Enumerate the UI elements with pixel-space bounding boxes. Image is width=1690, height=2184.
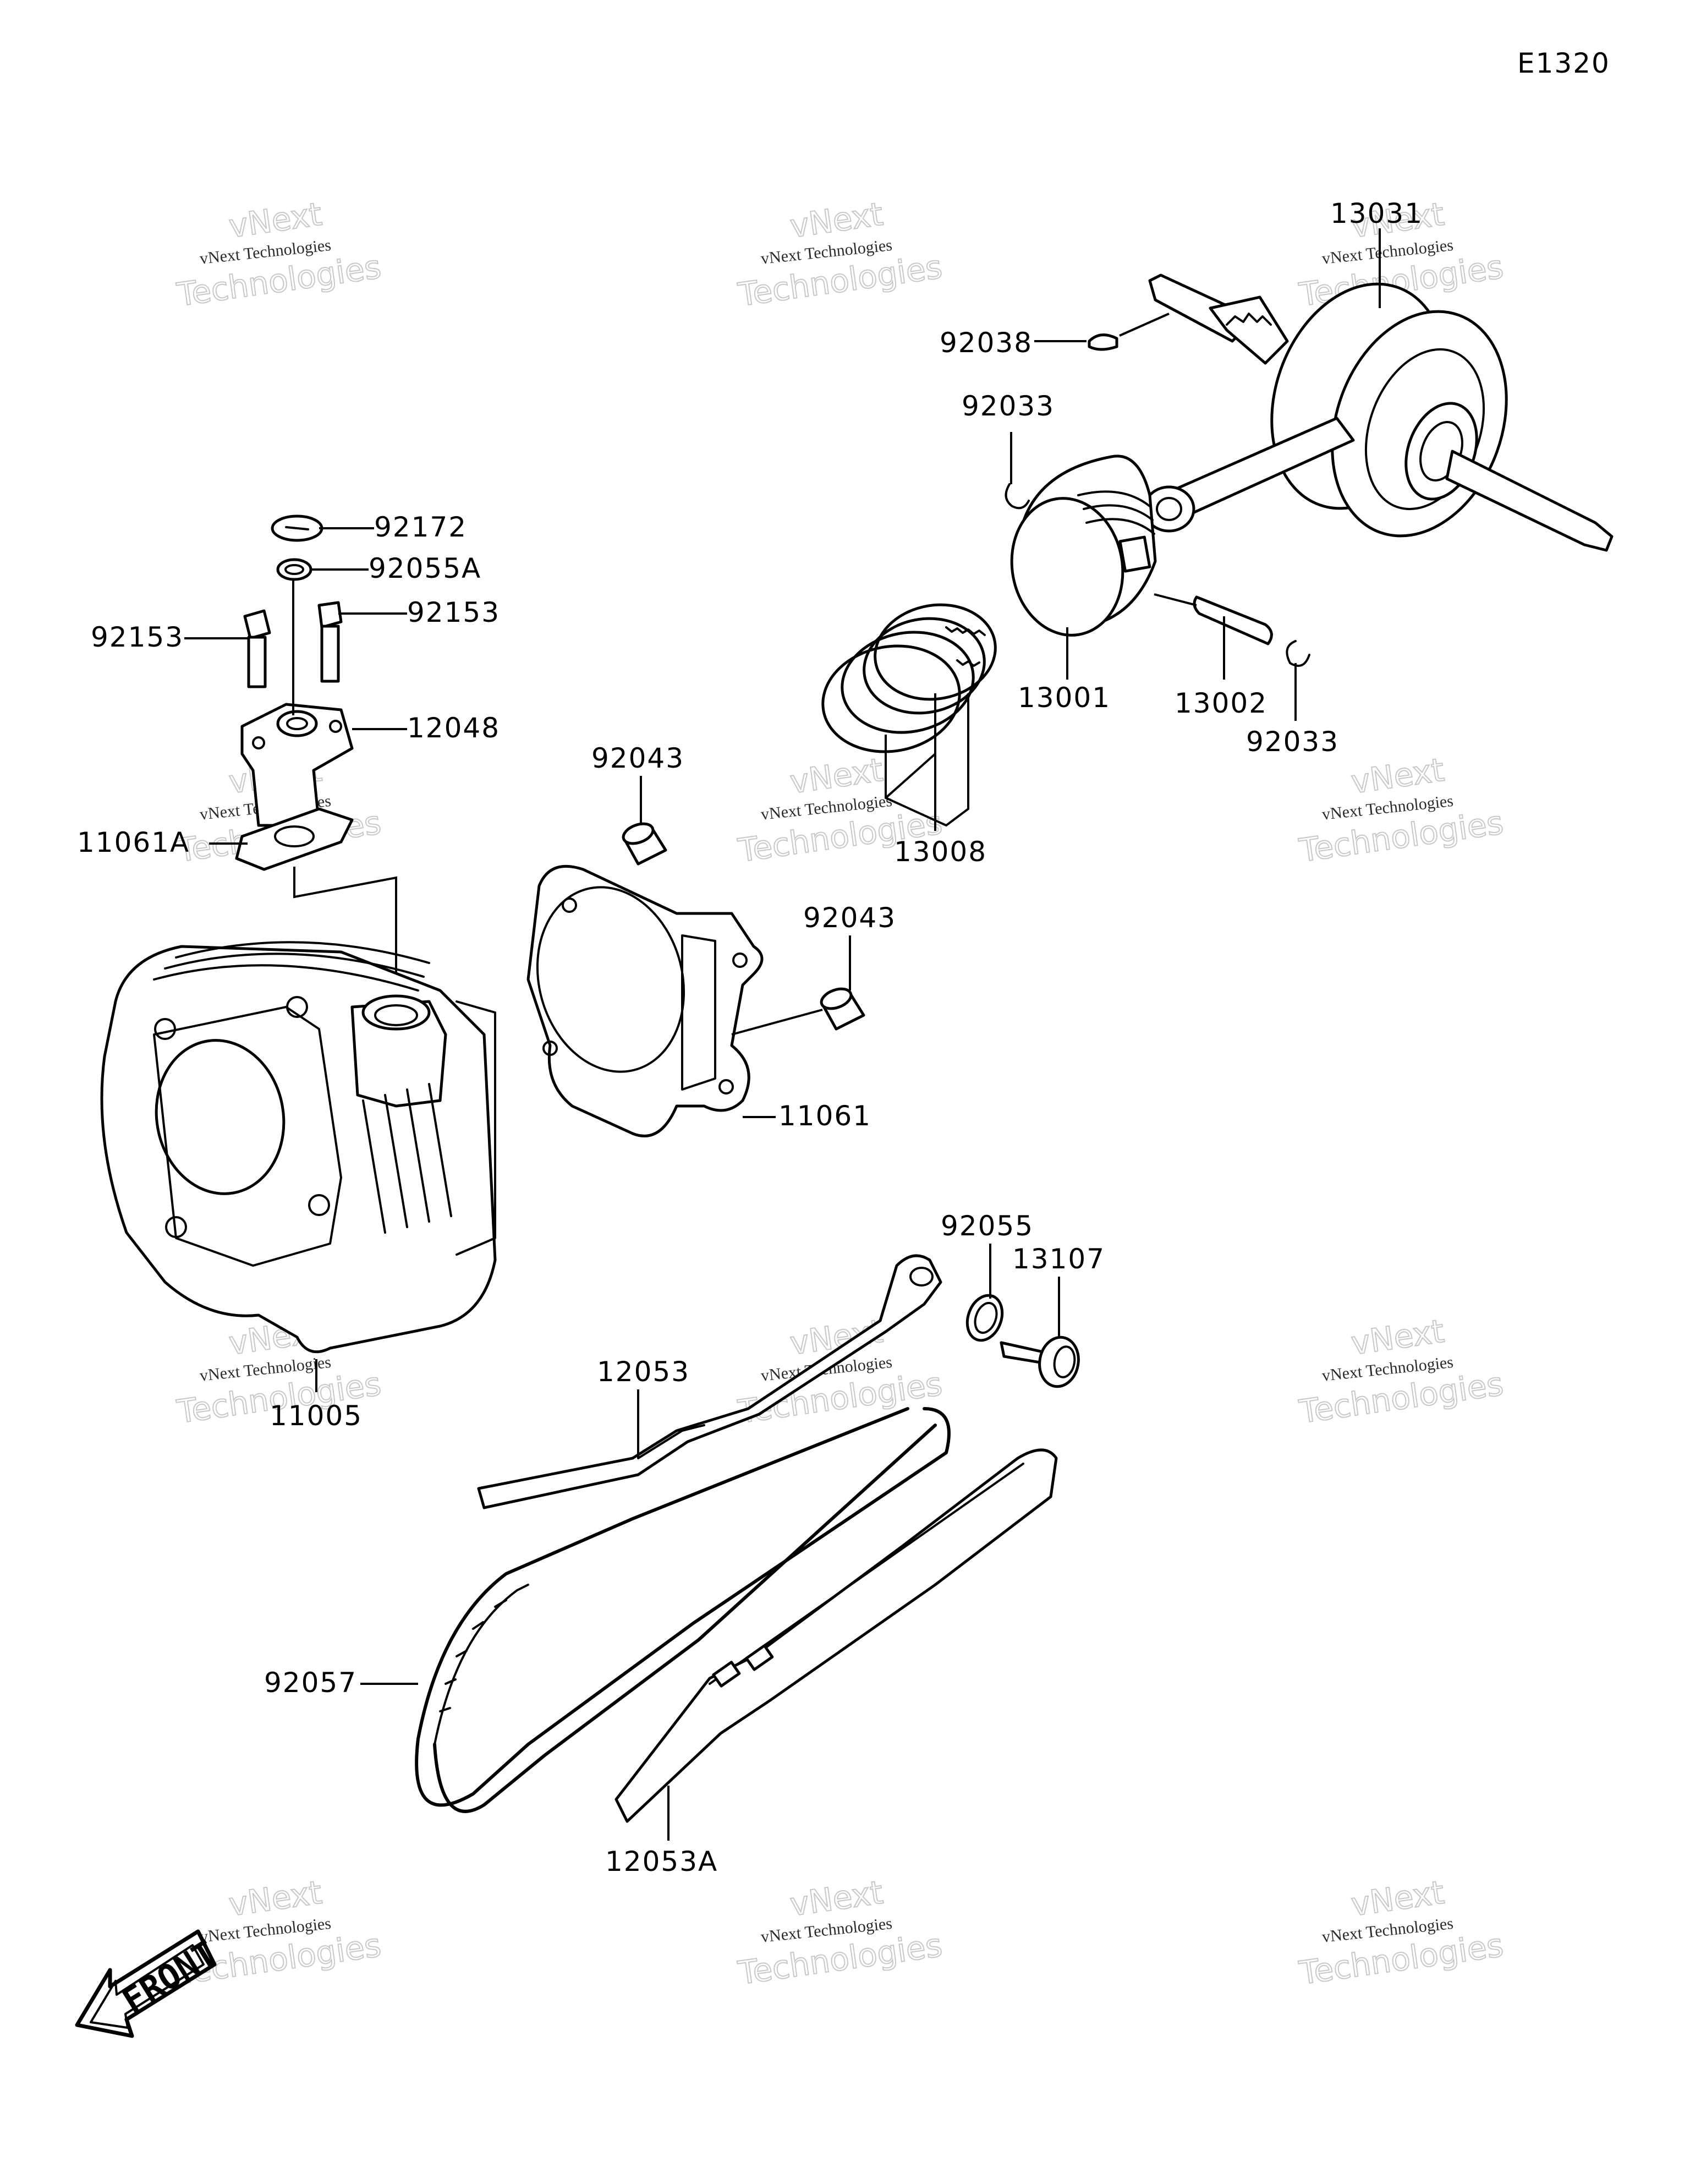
leader-lines (184, 228, 1381, 1841)
woodruff-key (1088, 333, 1118, 351)
cam-chain (415, 1407, 951, 1813)
part-label-12048: 12048 (407, 712, 500, 744)
part-label-92153-right: 92153 (407, 596, 500, 628)
part-label-92057: 92057 (264, 1667, 357, 1699)
part-label-11005: 11005 (270, 1400, 363, 1432)
part-label-12053A: 12053A (605, 1846, 718, 1878)
part-label-92172: 92172 (374, 511, 467, 543)
part-label-13031: 13031 (1330, 198, 1423, 229)
dowel-pin-lower (820, 987, 865, 1031)
watermark: vNext Technologies vNext Technologies (735, 1312, 945, 1431)
part-label-92043-upper: 92043 (591, 742, 684, 774)
part-label-13001: 13001 (1018, 682, 1111, 714)
watermark: vNext Technologies vNext Technologies (1296, 1312, 1506, 1431)
cylinder (100, 941, 497, 1354)
piston-pin (1193, 595, 1273, 645)
part-label-13107: 13107 (1012, 1243, 1105, 1275)
piston-rings (821, 603, 997, 753)
watermark: vNext Technologies vNext Technologies (735, 1873, 945, 1993)
part-label-11061A: 11061A (77, 826, 190, 858)
watermark: vNext Technologies vNext Technologies (735, 195, 945, 314)
washer-92055 (965, 1294, 1004, 1342)
chain-guide-a (614, 1448, 1058, 1823)
diagram-code: E1320 (1517, 47, 1610, 79)
cam-chain-tensioner (235, 514, 354, 871)
part-label-92055: 92055 (941, 1210, 1034, 1242)
part-label-92043-lower: 92043 (803, 902, 896, 934)
watermark: vNext Technologies vNext Technologies (1296, 1873, 1506, 1993)
crankshaft-assembly (1143, 273, 1614, 552)
circlip-upper (1005, 483, 1030, 510)
part-label-92055A: 92055A (369, 552, 481, 584)
part-label-11061: 11061 (778, 1100, 871, 1132)
part-label-92033-lower: 92033 (1246, 726, 1339, 758)
chain-guide (477, 1254, 942, 1509)
part-label-92038: 92038 (940, 327, 1033, 359)
piston (1010, 455, 1157, 637)
part-label-13002: 13002 (1175, 687, 1268, 719)
cylinder-gasket (526, 864, 764, 1137)
watermark: vNext Technologies vNext Technologies (1296, 751, 1506, 870)
watermark: vNext Technologies vNext Technologies (174, 195, 383, 314)
part-label-92153-left: 92153 (91, 621, 184, 653)
guide-bolt (1000, 1335, 1080, 1388)
dowel-pin-upper (622, 822, 667, 866)
part-label-13008: 13008 (894, 836, 987, 868)
part-labels: 13031 92038 92033 92172 92055A 92153 921… (77, 198, 1423, 1878)
part-label-92033-upper: 92033 (962, 390, 1055, 422)
circlip-lower (1286, 640, 1310, 667)
part-label-12053: 12053 (597, 1356, 690, 1388)
